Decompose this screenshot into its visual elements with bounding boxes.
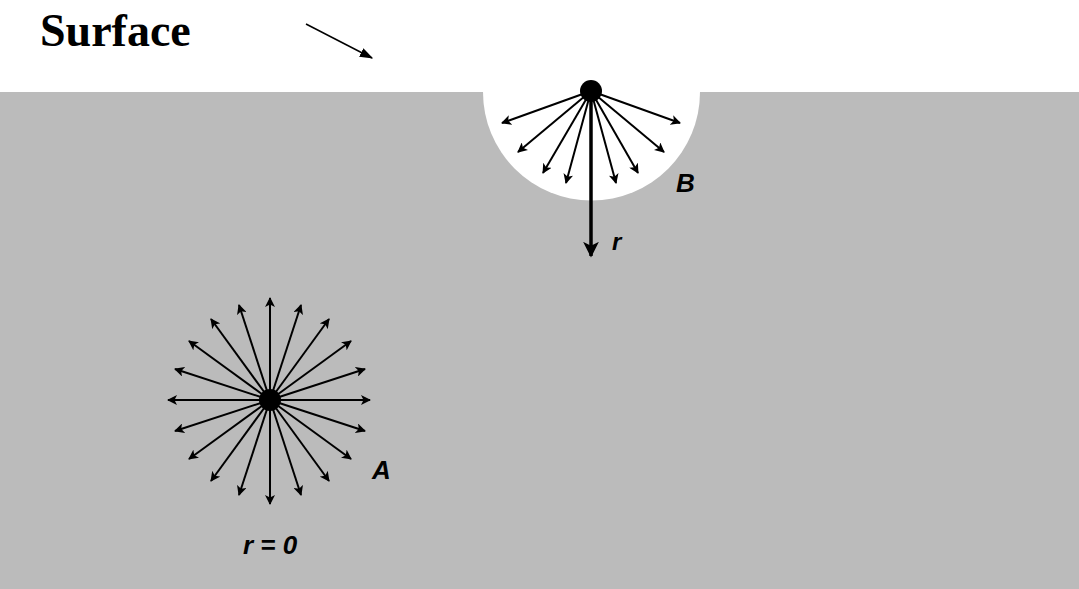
ground xyxy=(0,92,1079,589)
position-label: r = 0 xyxy=(243,530,297,561)
point-label: A xyxy=(372,455,391,486)
axis-label: r xyxy=(612,228,621,256)
radius-arrow xyxy=(589,91,593,256)
source-a-rays xyxy=(168,298,370,504)
surface-label: Surface xyxy=(40,4,191,57)
source-b-point xyxy=(580,80,602,102)
point-label: B xyxy=(676,168,695,199)
leader-arrow xyxy=(306,24,372,58)
source-a-point xyxy=(259,389,281,411)
